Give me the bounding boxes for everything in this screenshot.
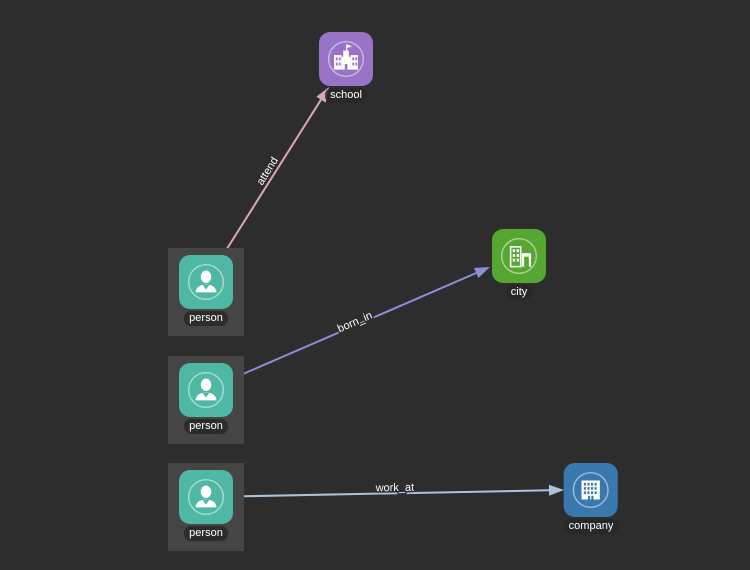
- node-person-1[interactable]: person: [168, 248, 244, 336]
- node-company[interactable]: company: [563, 463, 619, 534]
- person-icon: [187, 263, 225, 301]
- school-node-box: [319, 32, 373, 86]
- node-label: person: [184, 526, 228, 541]
- edge-label-work-at: work_at: [375, 482, 415, 495]
- node-person-2[interactable]: person: [168, 356, 244, 444]
- edge-label-born-in: born_in: [336, 310, 374, 336]
- person-icon: [187, 371, 225, 409]
- company-node-box: [563, 463, 618, 517]
- edge-line-born-in[interactable]: [205, 272, 477, 391]
- node-label: person: [184, 419, 228, 434]
- node-person-3[interactable]: person: [168, 463, 244, 551]
- person-node-box: [179, 470, 233, 524]
- school-building-icon: [327, 40, 365, 78]
- node-label: school: [325, 88, 367, 103]
- edge-line-work-at[interactable]: [205, 489, 550, 498]
- city-buildings-icon: [500, 237, 538, 275]
- office-building-icon: [572, 471, 610, 509]
- node-label: person: [184, 311, 228, 326]
- city-node-box: [492, 229, 546, 283]
- node-city[interactable]: city: [492, 229, 546, 300]
- person-node-box: [179, 255, 233, 309]
- node-school[interactable]: school: [319, 32, 373, 103]
- arrowhead-icon: [548, 484, 564, 496]
- person-icon: [187, 478, 225, 516]
- node-label: city: [505, 285, 533, 300]
- edge-born-in: born_in: [205, 267, 490, 391]
- arrowhead-icon: [474, 267, 490, 278]
- person-node-box: [179, 363, 233, 417]
- edge-work-at: work_at: [205, 480, 564, 498]
- edge-label-attend: attend: [255, 155, 281, 187]
- node-label: company: [563, 519, 619, 534]
